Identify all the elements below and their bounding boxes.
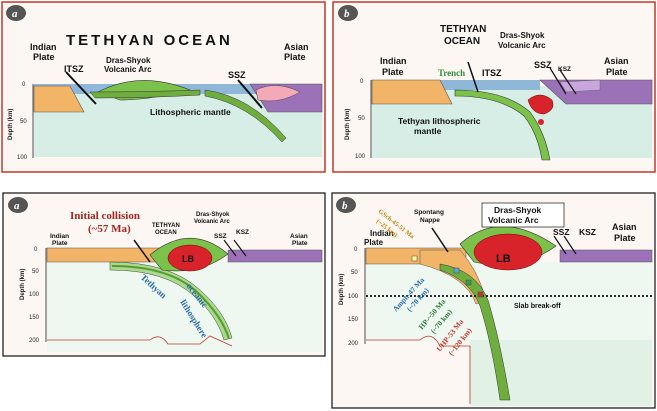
lb-label: LB: [182, 254, 194, 264]
asian-plate-label-2: Plate: [614, 233, 636, 243]
tick-100: 100: [348, 294, 359, 300]
arc-label-2: Volcanic Arc: [498, 41, 546, 50]
ssz-label: SSZ: [534, 60, 552, 70]
tick-150: 150: [348, 317, 359, 323]
indian-plate-label-2: Plate: [52, 240, 68, 247]
panel-top-right: 0 50 100 Depth (km) b TETHYAN OCEAN Dras…: [333, 2, 655, 172]
depth-axis-label: Depth (km): [8, 109, 14, 140]
mantle-label: Lithospheric mantle: [150, 107, 231, 117]
asian-plate-label-2: Plate: [292, 240, 308, 247]
badge-letter: a: [14, 200, 20, 212]
asian-plate-label-2: Plate: [606, 67, 628, 77]
itsz-label: ITSZ: [482, 68, 502, 78]
panel-bottom-left: 0 50 100 150 200 Depth (km) a Initial co…: [3, 193, 325, 356]
ssz-label: SSZ: [228, 70, 246, 80]
indian-plate-label-1: Indian: [380, 56, 407, 66]
asian-plate-label-1: Asian: [604, 56, 629, 66]
nappe-label-2: Nappe: [420, 217, 440, 224]
arc-label-1: Dras-Shyok: [106, 56, 151, 65]
amph-point: [454, 268, 459, 273]
tick-50: 50: [358, 116, 365, 122]
ssz-label: SSZ: [214, 233, 227, 240]
indian-plate-label-2: Plate: [364, 238, 384, 247]
panel-bottom-right: 0 50 100 150 200 Depth (km) b Spontang N…: [332, 193, 655, 408]
asian-plate-label-1: Asian: [284, 42, 309, 52]
badge-letter: a: [12, 8, 18, 20]
panel-badge: a: [6, 5, 26, 21]
magma-drop: [538, 119, 544, 125]
asian-plate-label-2: Plate: [284, 52, 306, 62]
tick-100: 100: [29, 292, 40, 298]
breakoff-label: Slab break-off: [514, 303, 561, 310]
arc-label-2: Volcanic Arc: [488, 215, 539, 225]
arc-label-2: Volcanic Arc: [194, 219, 230, 225]
collision-label-2: (~57 Ma): [88, 223, 131, 235]
mantle-label-1: Tethyan lithospheric: [398, 116, 481, 126]
collision-label-1: Initial collision: [70, 210, 140, 222]
tick-50: 50: [20, 119, 27, 125]
arc-label-1: Dras-Shyok: [494, 205, 542, 215]
lb-label: LB: [496, 253, 511, 265]
hp-point: [466, 280, 471, 285]
panel-badge: b: [336, 197, 356, 213]
ocean-title: TETHYAN OCEAN: [66, 32, 233, 49]
badge-letter: b: [342, 200, 348, 212]
indian-plate-label-2: Plate: [382, 67, 404, 77]
tick-50: 50: [351, 270, 358, 276]
ssz-label: SSZ: [553, 227, 570, 237]
arc-label-1: Dras-Shyok: [196, 212, 230, 218]
asian-crust: [560, 80, 600, 92]
tick-100: 100: [355, 154, 366, 160]
ksz-label: KSZ: [558, 66, 571, 73]
nappe-label-1: Spontang: [414, 209, 444, 216]
ksz-label: KSZ: [579, 227, 596, 237]
indian-plate-label-2: Plate: [33, 52, 55, 62]
uhp-point: [478, 292, 483, 297]
tick-50: 50: [32, 269, 39, 275]
depth-axis-label: Depth (km): [20, 269, 26, 300]
arc-label-1: Dras-Shyok: [500, 31, 545, 40]
depth-axis-label: Depth (km): [339, 274, 345, 305]
indian-plate-label-1: Indian: [50, 233, 69, 240]
tethyan-ocean-label-1: TETHYAN: [152, 223, 180, 229]
trench-label: Trench: [438, 68, 465, 78]
ocean-title-1: TETHYAN: [440, 24, 486, 35]
badge-letter: b: [344, 8, 350, 20]
arc-label-2: Volcanic Arc: [104, 65, 152, 74]
tethyan-ocean-label-2: OCEAN: [155, 230, 177, 236]
mantle-label-2: mantle: [414, 126, 442, 136]
ocean-title-2: OCEAN: [444, 36, 480, 47]
tick-150: 150: [29, 315, 40, 321]
panel-badge: b: [338, 5, 358, 21]
ksz-label: KSZ: [236, 229, 249, 236]
asian-plate-label-1: Asian: [290, 233, 308, 240]
panel-badge: a: [8, 197, 28, 213]
ocean-layer: [440, 80, 540, 90]
tick-100: 100: [17, 155, 28, 161]
indian-plate-block: [372, 80, 452, 104]
depth-axis-label: Depth (km): [345, 109, 351, 140]
itsz-label: ITSZ: [64, 64, 84, 74]
asian-plate-label-1: Asian: [612, 222, 637, 232]
indian-plate-label-1: Indian: [30, 42, 57, 52]
asian-plate-block: [560, 250, 652, 262]
tick-200: 200: [29, 338, 40, 344]
panel-top-left: 0 50 100 Depth (km) a TETHYAN OCEAN Indi…: [2, 2, 325, 172]
tick-200: 200: [348, 341, 359, 347]
asian-plate-block: [228, 250, 322, 262]
gsch-point: [412, 256, 417, 261]
